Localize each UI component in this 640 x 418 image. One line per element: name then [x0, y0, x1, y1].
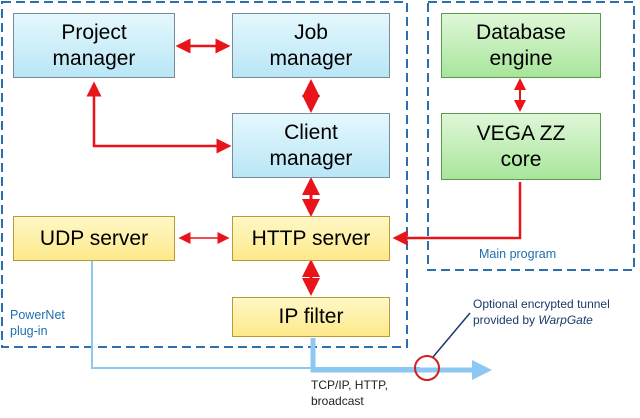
project-manager-line1: Project — [61, 21, 127, 45]
network-line1: TCP/IP, HTTP, — [311, 378, 388, 392]
network-line2: broadcast — [311, 393, 364, 408]
network-protocols-label: TCP/IP, HTTP, broadcast — [311, 378, 388, 409]
tunnel-note: Optional encrypted tunnel provided by Wa… — [473, 297, 610, 328]
tunnel-note-warpgate: WarpGate — [538, 312, 593, 327]
database-engine-line1: Database — [476, 21, 566, 45]
ip-network-line — [310, 338, 492, 380]
arrow-vega-http — [392, 182, 522, 246]
vega-core-line2: core — [500, 147, 542, 171]
client-manager-line1: Client — [284, 121, 338, 145]
plugin-region-label: PowerNet plug-in — [10, 308, 65, 339]
tunnel-pointer-line — [432, 312, 471, 358]
tunnel-note-prefix: provided by — [473, 312, 539, 327]
vega-core-line1: VEGA ZZ — [476, 122, 566, 146]
project-manager-line2: manager — [52, 46, 136, 70]
job-manager-line1: Job — [294, 21, 328, 45]
client-manager-line2: manager — [269, 146, 353, 170]
main-program-region-border — [427, 1, 635, 271]
main-program-label: Main program — [479, 247, 557, 261]
http-server-label: HTTP server — [251, 226, 371, 250]
plugin-region-border — [1, 1, 408, 348]
database-engine-line2: engine — [489, 46, 553, 70]
ip-filter-box: IP filter — [232, 297, 390, 337]
ip-filter-label: IP filter — [278, 305, 344, 329]
arrow-project-client — [86, 81, 232, 154]
tunnel-note-line1: Optional encrypted tunnel — [473, 297, 610, 311]
udp-server-label: UDP server — [39, 226, 149, 250]
job-manager-line2: manager — [269, 46, 353, 70]
plugin-label-line1: PowerNet — [10, 308, 65, 322]
tunnel-circle — [414, 355, 440, 381]
http-server-box: HTTP server — [232, 216, 390, 261]
udp-server-box: UDP server — [13, 216, 175, 261]
plugin-label-line2: plug-in — [10, 323, 48, 338]
